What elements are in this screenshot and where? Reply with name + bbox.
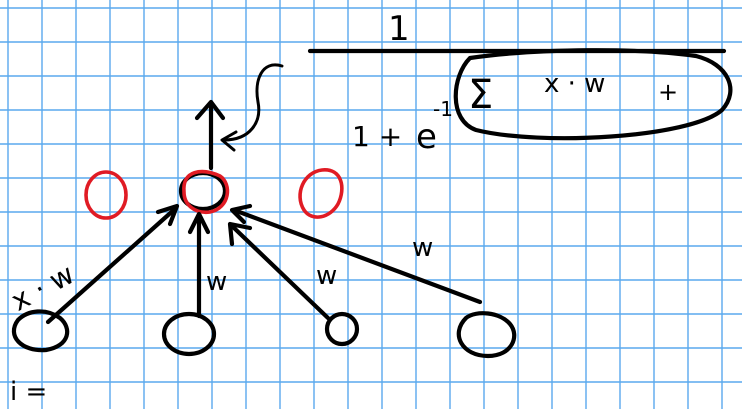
red-neuron-left xyxy=(84,170,128,220)
output-arrow xyxy=(194,99,226,171)
exponent-base: e xyxy=(416,117,437,157)
index-label: i = xyxy=(10,377,47,407)
connection-1 xyxy=(45,205,179,325)
connection-4 xyxy=(231,207,483,305)
weight-label-middle: w xyxy=(206,267,227,297)
squiggle-arrow-head xyxy=(220,130,238,152)
input-neuron-4 xyxy=(456,311,517,359)
sigmoid-formula: 1 1 + e -1 Σ x · w + xyxy=(307,9,733,157)
output-arrow-head xyxy=(194,99,226,121)
connection-4-head xyxy=(229,203,253,225)
sum-tail: + xyxy=(658,78,678,106)
input-neuron-2 xyxy=(161,311,217,357)
connection-3-head xyxy=(227,221,253,247)
input-neuron-1 xyxy=(11,309,70,353)
central-neuron-red-outline xyxy=(182,169,230,215)
connection-3 xyxy=(229,223,331,321)
exponent-coefficient: -1 xyxy=(433,97,453,121)
connection-2-head xyxy=(187,211,211,235)
input-neuron-3 xyxy=(324,311,360,347)
sum-symbol: Σ xyxy=(468,72,493,118)
squiggle-pointer xyxy=(220,63,284,152)
numerator-one: 1 xyxy=(388,9,410,49)
denominator-prefix: 1 + xyxy=(352,120,402,153)
connection-1-head xyxy=(155,203,180,227)
weight-label-right: w xyxy=(412,233,433,263)
weight-label-center-right: w xyxy=(316,261,337,291)
sum-term: x · w xyxy=(544,69,605,99)
squiggle-line xyxy=(222,63,284,142)
hidden-layer xyxy=(84,168,344,220)
exponent-circle xyxy=(453,48,733,141)
connections xyxy=(45,203,483,325)
input-layer xyxy=(11,309,517,359)
red-neuron-right xyxy=(298,168,344,219)
